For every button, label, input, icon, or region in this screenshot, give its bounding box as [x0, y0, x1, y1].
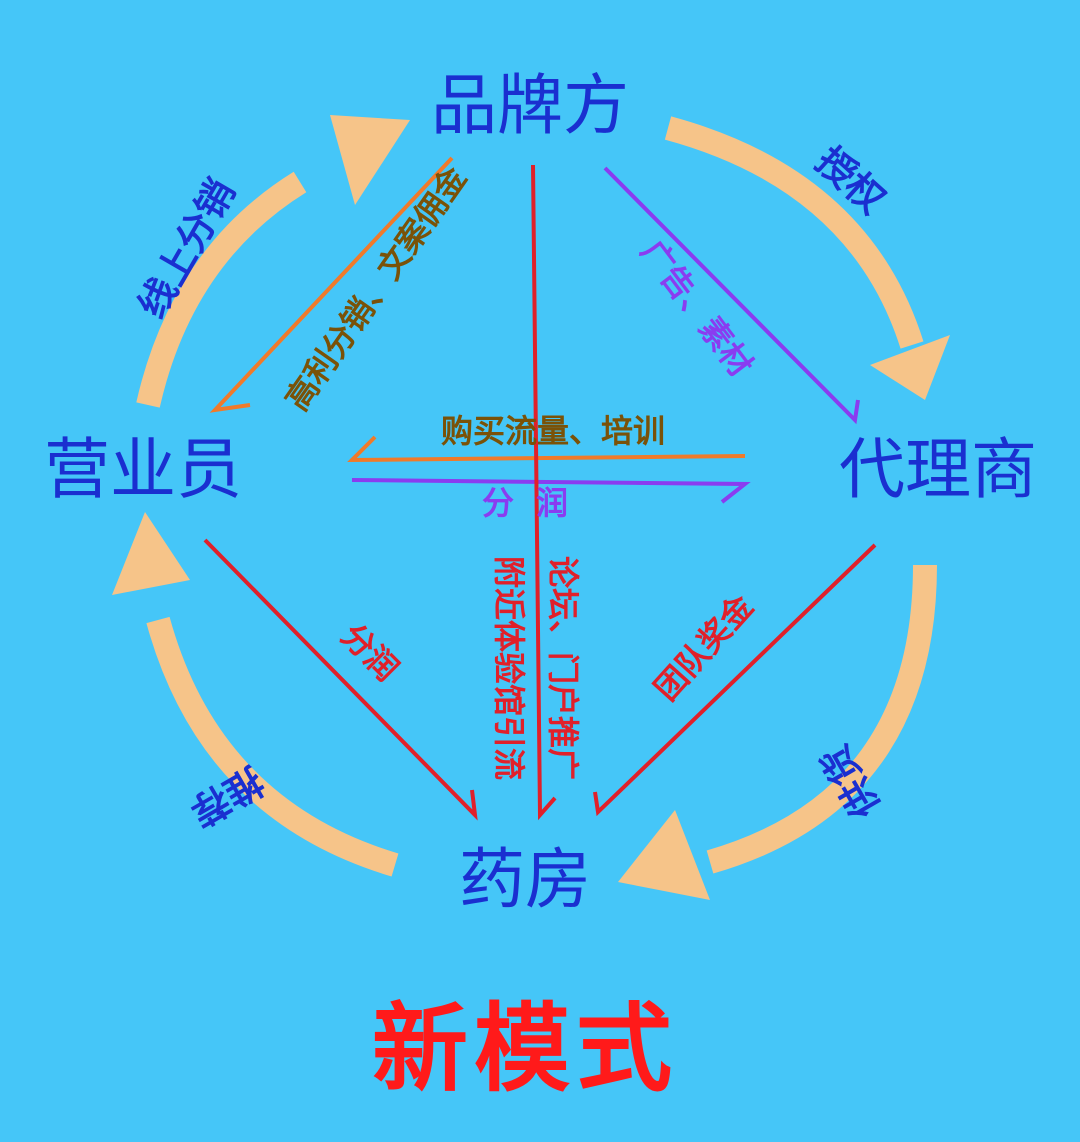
- arrowhead-pharmacy: [618, 810, 710, 900]
- line-salesman-to-agent: [351, 478, 751, 504]
- label-nearby-store: 附近体验馆引流: [490, 556, 528, 780]
- label-buy-traffic: 购买流量、培训: [441, 412, 665, 450]
- line-brand-to-pharmacy: [531, 164, 557, 821]
- label-forum-portal: 论坛、门户推广: [544, 556, 582, 780]
- red-lines: [203, 164, 877, 821]
- orange-lines: [209, 156, 746, 463]
- arrow-salesman-to-brand: [136, 171, 307, 408]
- line-brand-to-agent: [603, 166, 860, 425]
- arrowhead-agent: [870, 335, 950, 400]
- line-brand-to-salesman: [209, 156, 454, 413]
- arrow-pharmacy-to-salesman: [146, 616, 399, 877]
- node-agent: 代理商: [839, 431, 1037, 508]
- purple-lines: [351, 166, 860, 504]
- label-profit-share-center: 分润: [482, 484, 590, 522]
- node-brand: 品牌方: [431, 67, 629, 144]
- line-agent-to-pharmacy: [593, 543, 877, 817]
- node-salesman: 营业员: [44, 431, 242, 508]
- arrow-brand-to-agent: [664, 116, 924, 349]
- arrow-agent-to-pharmacy: [706, 564, 937, 874]
- cycle-arrows: [136, 116, 937, 877]
- node-pharmacy: 药房: [459, 841, 591, 918]
- cycle-arrowheads: [112, 115, 950, 900]
- diagram-title: 新模式: [372, 993, 678, 1105]
- arrowhead-brand: [330, 115, 410, 205]
- line-salesman-to-pharmacy: [203, 538, 478, 821]
- line-agent-to-salesman: [347, 435, 746, 463]
- arrowhead-salesman: [112, 512, 190, 595]
